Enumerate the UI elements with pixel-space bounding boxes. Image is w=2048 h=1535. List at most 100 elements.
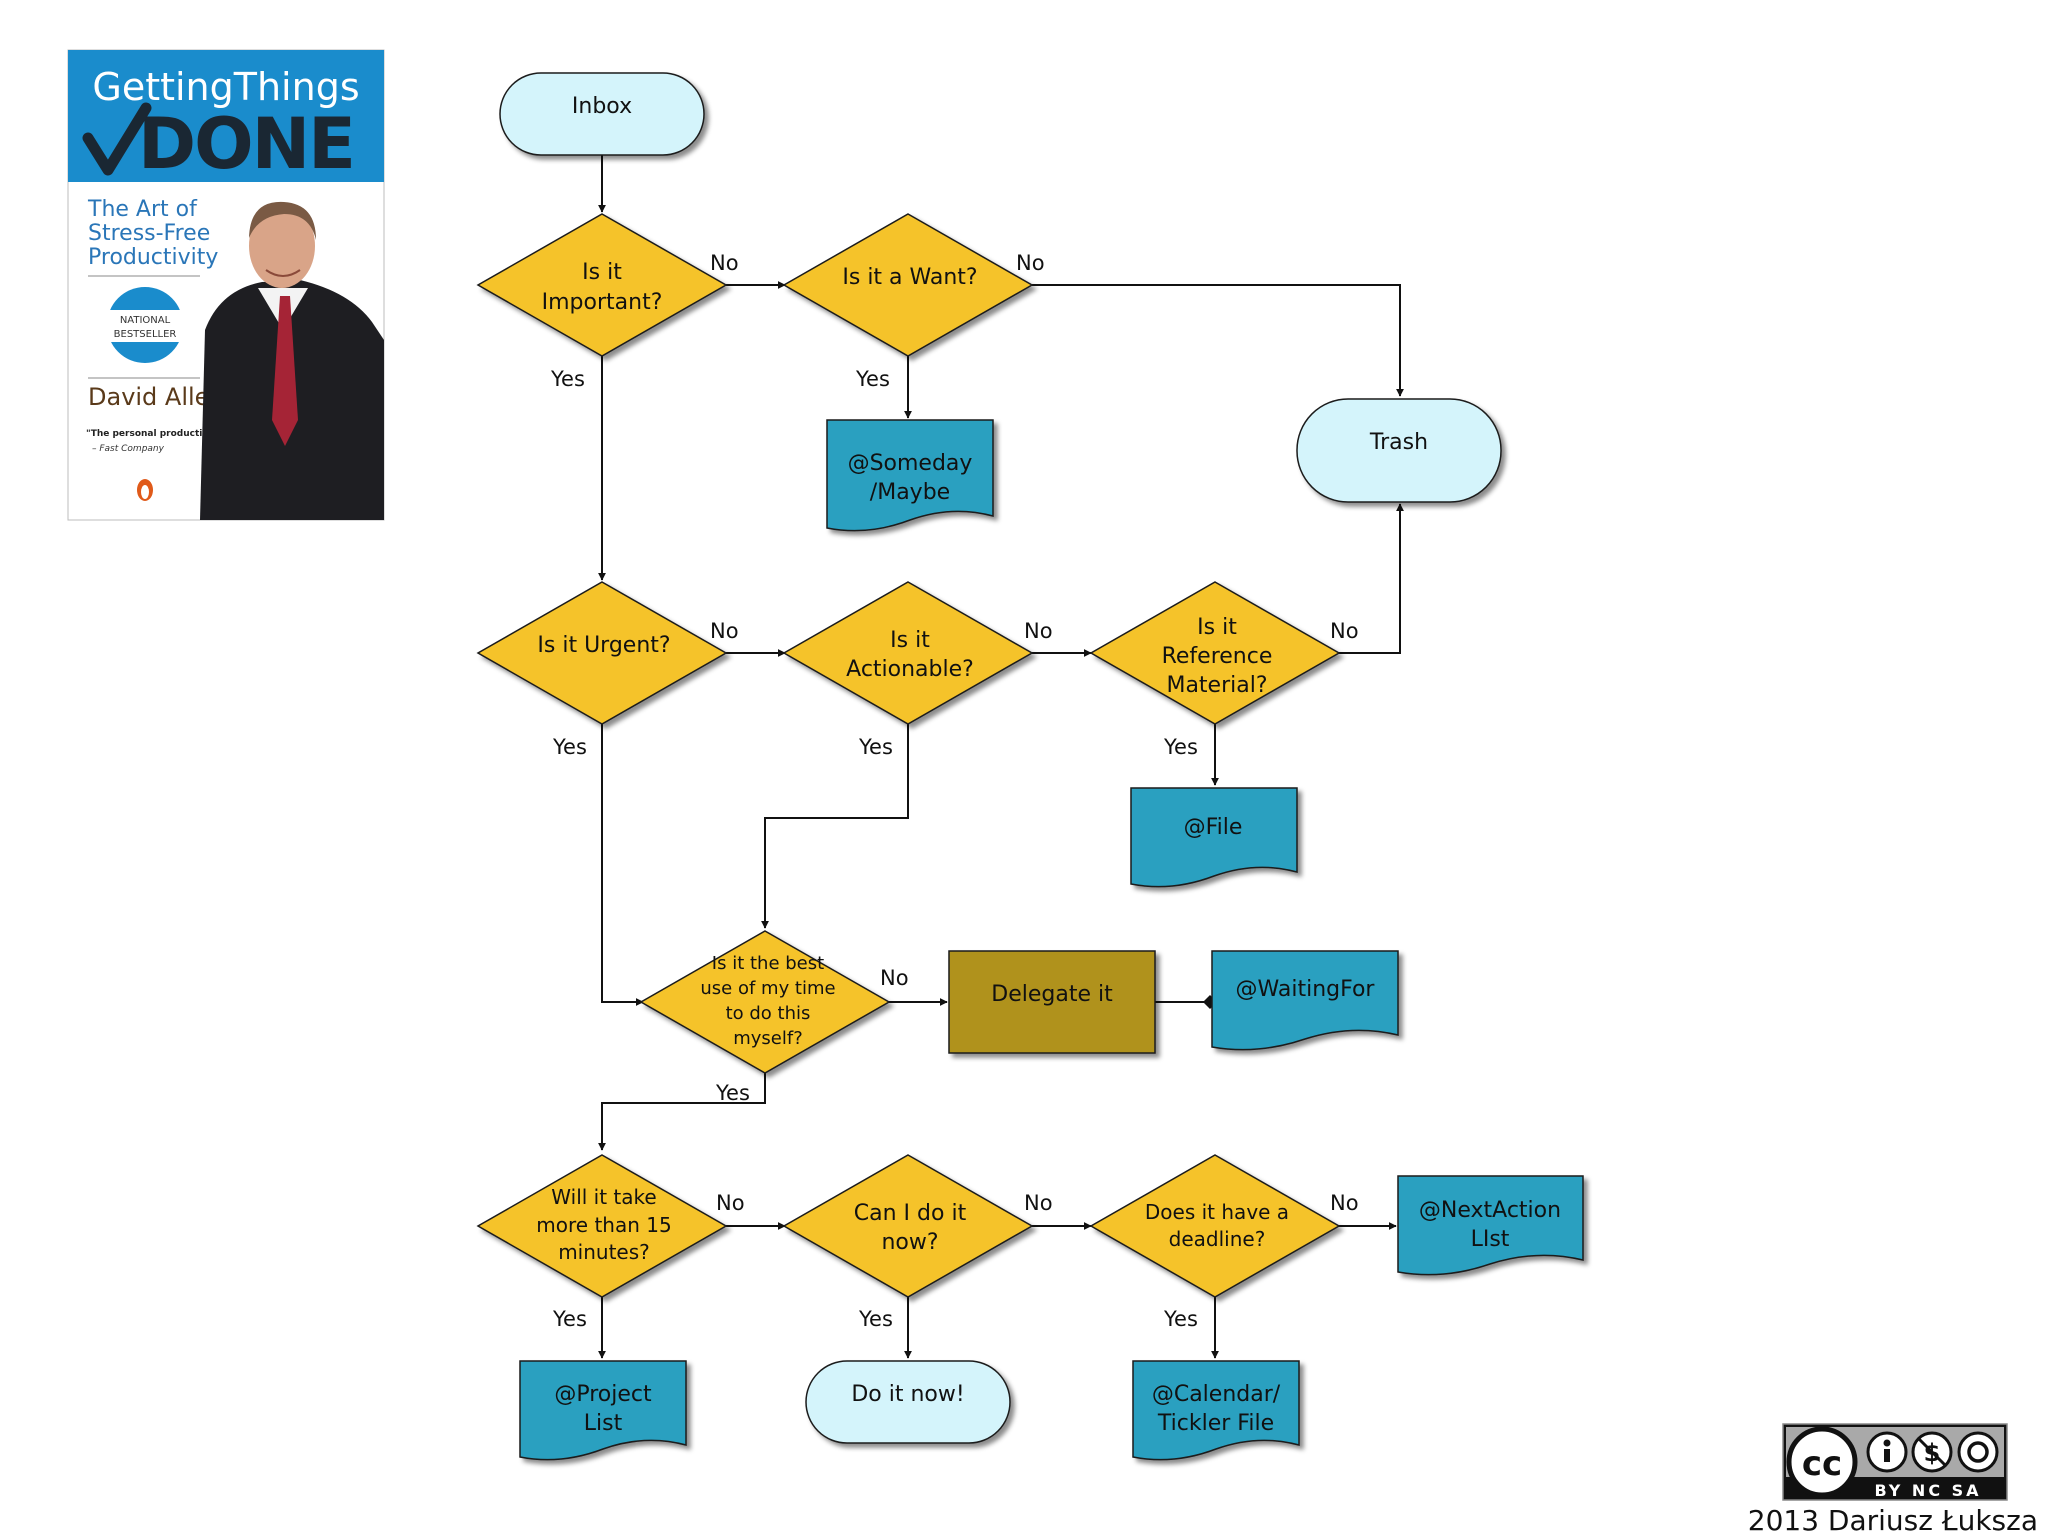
want-decision bbox=[782, 213, 1034, 357]
label-yes-important: Yes bbox=[550, 367, 585, 391]
inbox-label: Inbox bbox=[572, 94, 632, 119]
reference-label-line1: Is it bbox=[1197, 615, 1237, 640]
waiting-document bbox=[1211, 950, 1399, 1051]
label-yes-urgent: Yes bbox=[552, 735, 587, 759]
book-subtitle-line3: Productivity bbox=[88, 245, 218, 270]
calendar-document bbox=[1132, 1360, 1300, 1461]
do-now-q-label-line1: Can I do it bbox=[854, 1201, 967, 1226]
label-no-important: No bbox=[710, 251, 739, 275]
edge-urgent-bestuse bbox=[601, 724, 644, 1006]
edge-actionable-bestuse bbox=[761, 724, 909, 929]
urgent-label: Is it Urgent? bbox=[537, 633, 670, 658]
best-use-label-line2: use of my time bbox=[700, 978, 835, 999]
reference-decision bbox=[1089, 581, 1341, 725]
book-author: David Allen bbox=[88, 383, 225, 411]
fifteen-label-line2: more than 15 bbox=[536, 1213, 671, 1237]
fifteen-label-line1: Will it take bbox=[551, 1185, 656, 1209]
file-label: @File bbox=[1184, 815, 1243, 840]
do-now-label: Do it now! bbox=[851, 1382, 964, 1407]
actionable-label-line1: Is it bbox=[890, 628, 930, 653]
next-action-label-line1: @NextAction bbox=[1419, 1198, 1561, 1223]
fifteen-label-line3: minutes? bbox=[558, 1240, 650, 1264]
book-subtitle-line2: Stress-Free bbox=[88, 221, 210, 246]
edge-reference-trash bbox=[1337, 503, 1404, 654]
penguin-logo bbox=[137, 479, 153, 501]
label-no-urgent: No bbox=[710, 619, 739, 643]
label-yes-reference: Yes bbox=[1163, 735, 1198, 759]
edge-want-trash bbox=[1032, 284, 1404, 397]
deadline-label-line1: Does it have a bbox=[1145, 1200, 1289, 1224]
project-document bbox=[519, 1360, 687, 1461]
important-decision bbox=[476, 213, 728, 357]
best-use-label-line3: to do this bbox=[726, 1003, 811, 1024]
bestseller-badge: NATIONAL BESTSELLER bbox=[100, 287, 190, 363]
label-no-want: No bbox=[1016, 251, 1045, 275]
calendar-label-line2: Tickler File bbox=[1157, 1411, 1274, 1436]
label-no-bestuse: No bbox=[880, 966, 909, 990]
badge-line2: BESTSELLER bbox=[114, 329, 177, 340]
badge-line1: NATIONAL bbox=[120, 315, 171, 326]
file-document bbox=[1130, 787, 1298, 888]
label-yes-actionable: Yes bbox=[858, 735, 893, 759]
book-quote: "The personal productivity guru." bbox=[86, 429, 256, 439]
do-now-decision bbox=[782, 1154, 1034, 1298]
do-now-q-label-line2: now? bbox=[881, 1230, 938, 1255]
book-title-line2: DONE bbox=[138, 103, 354, 185]
connectors bbox=[598, 155, 1404, 1359]
fifteen-minutes-decision bbox=[476, 1154, 728, 1298]
best-use-decision bbox=[639, 930, 891, 1074]
book-header-band bbox=[68, 50, 384, 182]
edge-bestuse-fifteen bbox=[598, 1073, 766, 1151]
node-text: Inbox Is it Important? Is it a Want? @So… bbox=[536, 94, 1561, 1436]
label-yes-want: Yes bbox=[855, 367, 890, 391]
inbox-terminal bbox=[499, 72, 705, 156]
label-yes-bestuse: Yes bbox=[715, 1081, 750, 1105]
svg-text:cc: cc bbox=[1802, 1444, 1842, 1484]
cc-icon bbox=[1786, 1426, 1858, 1498]
next-action-label-line2: LIst bbox=[1471, 1227, 1510, 1252]
someday-label-line1: @Someday bbox=[848, 451, 973, 476]
sa-icon bbox=[1957, 1431, 1999, 1473]
label-no-deadline: No bbox=[1330, 1191, 1359, 1215]
someday-label-line2: /Maybe bbox=[870, 480, 950, 505]
do-now-terminal bbox=[805, 1360, 1011, 1444]
reference-label-line3: Material? bbox=[1166, 673, 1267, 698]
label-no-reference: No bbox=[1330, 619, 1359, 643]
label-yes-donowq: Yes bbox=[858, 1307, 893, 1331]
trash-terminal bbox=[1296, 398, 1502, 503]
label-no-donowq: No bbox=[1024, 1191, 1053, 1215]
project-label-line2: List bbox=[584, 1411, 623, 1436]
label-yes-deadline: Yes bbox=[1163, 1307, 1198, 1331]
important-label-line1: Is it bbox=[582, 260, 622, 285]
edge-labels: No No Yes Yes No No No Yes Yes Yes No Ye… bbox=[550, 251, 1359, 1331]
book-quote-source: – Fast Company bbox=[92, 444, 165, 454]
actionable-label-line2: Actionable? bbox=[846, 657, 974, 682]
project-label-line1: @Project bbox=[554, 1382, 652, 1407]
book-cover: GettingThings DONE The Art of Stress-Fre… bbox=[67, 49, 385, 521]
actionable-decision bbox=[782, 581, 1034, 725]
copyright-credit: 2013 Dariusz Łuksza bbox=[1748, 1504, 2038, 1535]
book-subtitle-line1: The Art of bbox=[87, 197, 198, 222]
delegate-label: Delegate it bbox=[991, 982, 1113, 1007]
someday-document bbox=[826, 419, 994, 532]
deadline-label-line2: deadline? bbox=[1169, 1227, 1266, 1251]
reference-label-line2: Reference bbox=[1162, 644, 1273, 669]
label-no-actionable: No bbox=[1024, 619, 1053, 643]
author-photo bbox=[200, 201, 384, 520]
book-title-line1: GettingThings bbox=[92, 65, 359, 109]
delegate-process bbox=[948, 950, 1156, 1054]
next-action-document bbox=[1397, 1175, 1584, 1276]
waiting-label: @WaitingFor bbox=[1236, 977, 1376, 1002]
label-no-fifteen: No bbox=[716, 1191, 745, 1215]
trash-label: Trash bbox=[1369, 430, 1428, 455]
urgent-decision bbox=[476, 581, 728, 725]
best-use-label-line1: Is it the best bbox=[712, 953, 824, 974]
important-label-line2: Important? bbox=[542, 290, 663, 315]
checkmark-icon bbox=[82, 102, 152, 176]
best-use-label-line4: myself? bbox=[733, 1028, 803, 1049]
cc-badge-text: BY NC SA bbox=[1874, 1481, 1981, 1500]
deadline-decision bbox=[1089, 1154, 1341, 1298]
nodes bbox=[476, 72, 1584, 1461]
calendar-label-line1: @Calendar/ bbox=[1152, 1382, 1281, 1407]
